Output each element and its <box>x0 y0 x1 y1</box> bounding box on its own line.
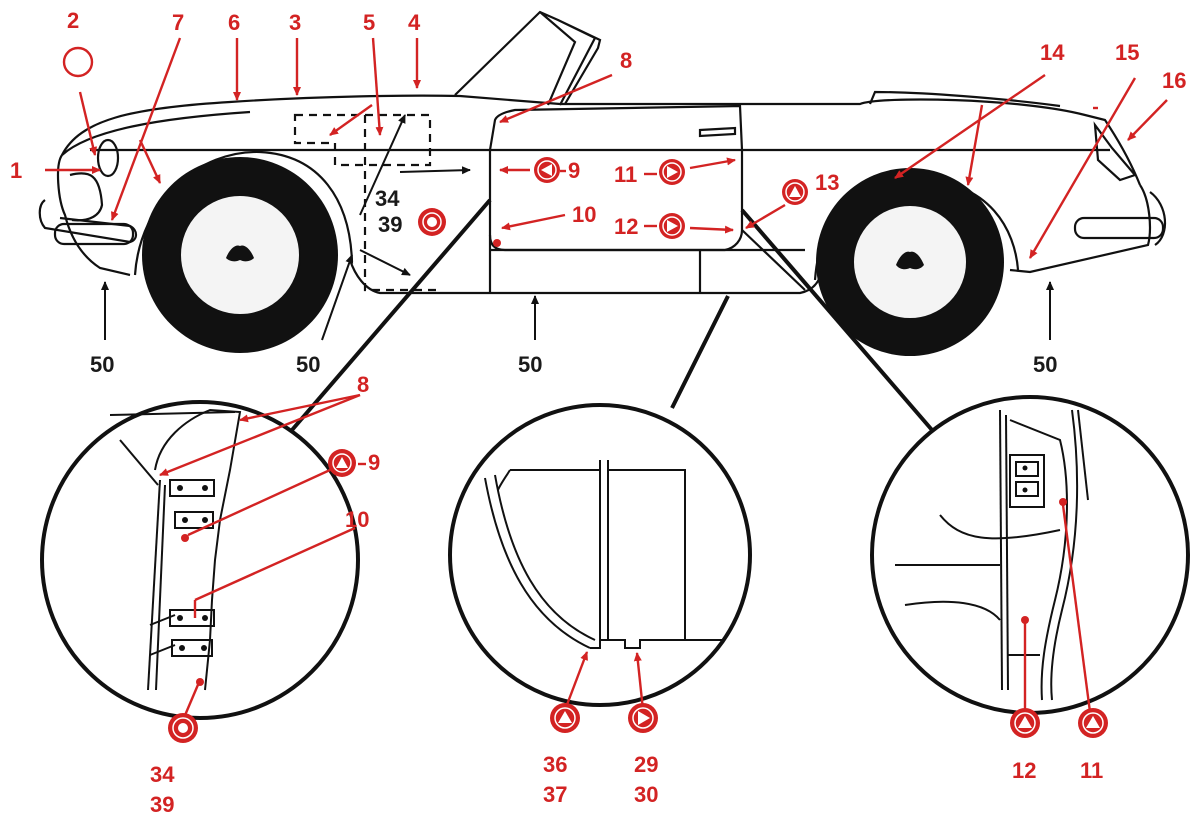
circle-outline-marker <box>62 46 94 78</box>
triangle-in-circle-marker <box>1010 708 1040 738</box>
detail-a-pillar: 8 9 10 34 39 <box>40 372 380 817</box>
label-3: 3 <box>289 10 301 35</box>
label-9-detail: 9 <box>368 450 380 475</box>
rear-deck <box>868 90 1061 108</box>
red-callout-arrows <box>45 37 1168 259</box>
label-36: 36 <box>543 752 567 777</box>
tail-lamp <box>1093 121 1137 182</box>
label-6: 6 <box>228 10 240 35</box>
filled-dot-marker <box>418 208 446 236</box>
label-5: 5 <box>363 10 375 35</box>
label-8-detail: 8 <box>357 372 369 397</box>
windscreen <box>454 10 602 106</box>
label-10-top: 10 <box>572 202 596 227</box>
rear-wheel <box>816 168 1004 356</box>
label-11-top: 11 <box>614 162 637 187</box>
label-50-sill: 50 <box>518 352 542 377</box>
label-12-detail: 12 <box>1012 758 1036 783</box>
front-wheel <box>142 157 338 353</box>
callout-labels-black: 34 39 50 50 50 50 <box>90 186 1057 377</box>
triangle-in-circle-marker <box>1078 708 1108 738</box>
triangle-in-circle-marker <box>328 449 356 477</box>
front-bumper-bar <box>53 222 135 246</box>
door-outline <box>488 104 744 252</box>
label-34-top: 34 <box>375 186 400 211</box>
front-nose <box>56 154 131 277</box>
label-8-top: 8 <box>620 48 632 73</box>
label-50-rear: 50 <box>1033 352 1057 377</box>
label-9-top: 9 <box>568 158 580 183</box>
label-39-detail: 39 <box>150 792 174 817</box>
arrows-34-39 <box>359 114 471 276</box>
label-39-top: 39 <box>378 212 402 237</box>
label-13: 13 <box>815 170 839 195</box>
label-7: 7 <box>172 10 184 35</box>
callout-markers-top <box>62 46 808 247</box>
label-12-top: 12 <box>614 214 638 239</box>
rear-end <box>1009 184 1151 274</box>
label-14: 14 <box>1040 40 1065 65</box>
rear-quarter-line <box>741 229 806 291</box>
label-1: 1 <box>10 158 22 183</box>
label-34-detail: 34 <box>150 762 175 787</box>
label-50-front: 50 <box>90 352 114 377</box>
sill-line <box>348 259 824 295</box>
triangle-in-circle-marker <box>534 157 560 183</box>
label-4: 4 <box>408 10 421 35</box>
door-handle <box>698 126 737 138</box>
rear-bumper-end <box>1149 191 1167 246</box>
detail-sill: 36 37 29 30 <box>448 403 752 807</box>
label-29: 29 <box>634 752 658 777</box>
label-10-detail: 10 <box>345 507 369 532</box>
detail-b-pillar: 12 11 <box>870 395 1190 783</box>
label-2: 2 <box>67 8 79 33</box>
body-top-line <box>61 94 1142 186</box>
rear-bumper-bar <box>1073 216 1165 240</box>
triangle-in-circle-marker <box>782 179 808 205</box>
arrows-50 <box>101 254 1054 341</box>
label-11-detail: 11 <box>1080 758 1103 783</box>
triangle-in-circle-marker <box>659 213 685 239</box>
label-dashes <box>560 106 1098 228</box>
label-16: 16 <box>1162 68 1186 93</box>
label-30: 30 <box>634 782 658 807</box>
triangle-in-circle-marker <box>659 159 685 185</box>
front-grille <box>69 172 104 222</box>
triangle-in-circle-marker <box>550 703 580 733</box>
label-50-midfront: 50 <box>296 352 320 377</box>
callout-labels-top: 1 2 7 6 3 5 4 8 9 10 11 12 13 14 15 16 <box>10 8 1186 239</box>
hood-line <box>61 110 251 156</box>
label-15: 15 <box>1115 40 1139 65</box>
filled-dot-marker <box>168 713 198 743</box>
headlamp <box>96 138 120 178</box>
triangle-in-circle-marker <box>628 703 658 733</box>
label-37: 37 <box>543 782 567 807</box>
detail-connectors <box>290 198 934 432</box>
